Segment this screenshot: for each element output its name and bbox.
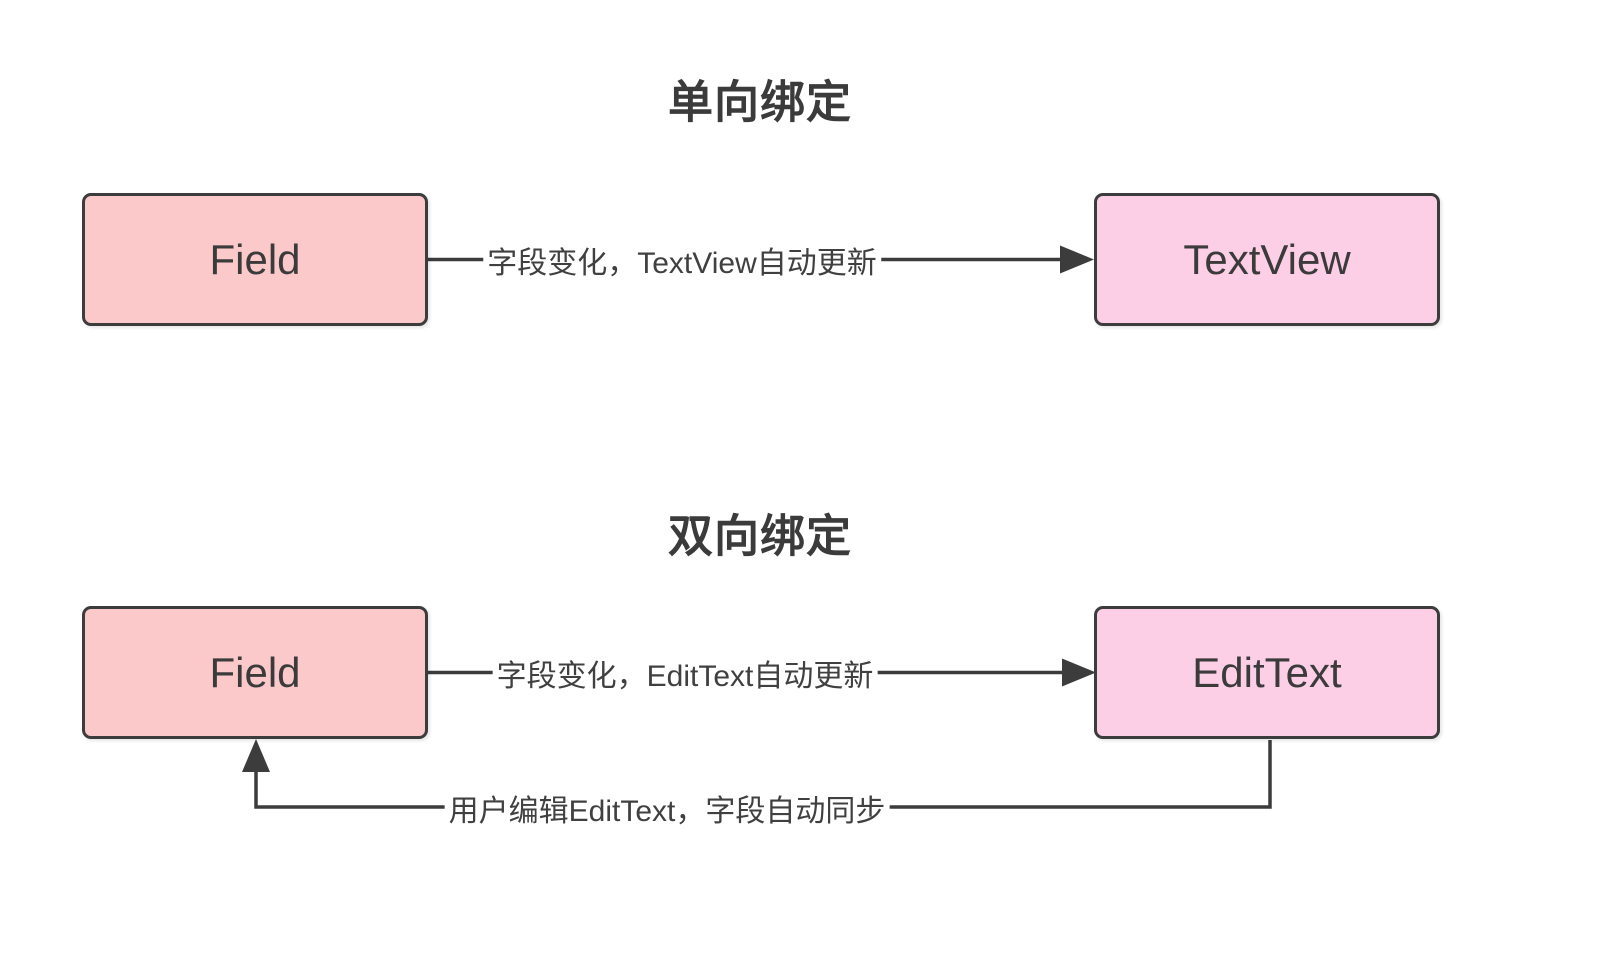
edge-label-forward-oneway: 字段变化，TextView自动更新 — [483, 236, 881, 284]
section-title-twoway: 双向绑定 — [667, 510, 853, 562]
node-edittext-label: EditText — [1192, 648, 1342, 696]
edge-label-back-twoway: 用户编辑EditText，字段自动同步 — [444, 784, 890, 832]
edge-label-forward-twoway: 字段变化，EditText自动更新 — [492, 649, 878, 697]
arrowhead-forward-twoway — [1062, 658, 1096, 687]
node-edittext: EditText — [1094, 606, 1440, 739]
node-field-twoway: Field — [82, 606, 428, 739]
arrowhead-back-twoway — [242, 739, 270, 772]
node-field-oneway: Field — [82, 193, 428, 326]
node-field-twoway-label: Field — [209, 648, 301, 696]
node-textview: TextView — [1094, 193, 1440, 326]
node-field-oneway-label: Field — [209, 235, 301, 283]
arrowhead-forward-oneway — [1060, 245, 1094, 274]
section-title-oneway: 单向绑定 — [667, 76, 853, 128]
node-textview-label: TextView — [1183, 235, 1351, 283]
